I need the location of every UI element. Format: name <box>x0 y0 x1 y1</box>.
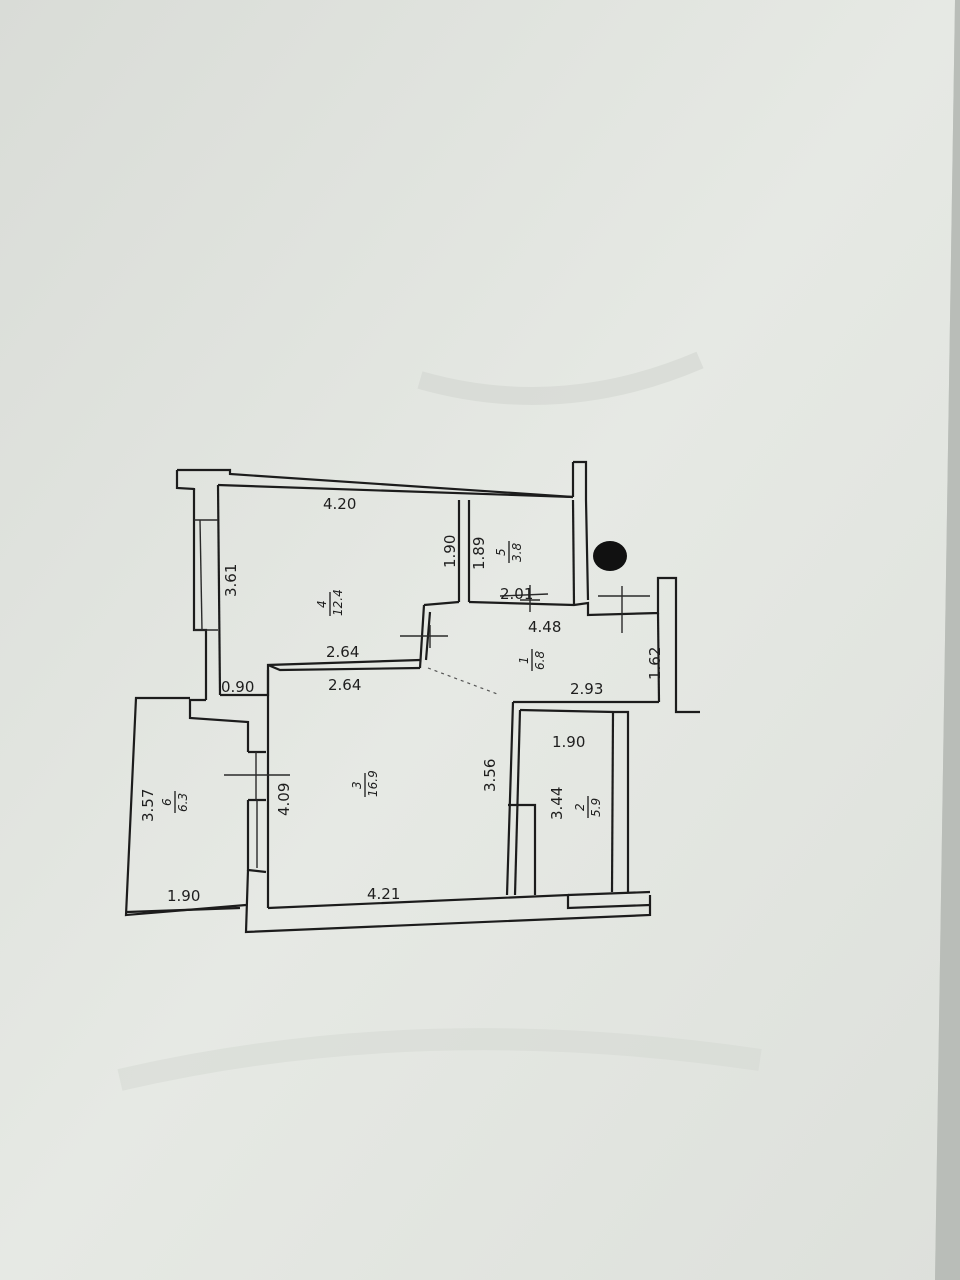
room-area-4: 12.4 <box>331 589 345 616</box>
dim-room3-bottom: 4.21 <box>367 885 400 903</box>
dim-balcony-height: 3.57 <box>139 789 157 822</box>
room-area-2: 5.9 <box>589 798 603 817</box>
room-number-6: 6 <box>160 798 174 806</box>
room-label-4: 4 12.4 <box>315 589 345 616</box>
paper-crease-2 <box>117 1028 762 1091</box>
room-area-5: 3.8 <box>510 543 524 562</box>
ink-blot <box>593 541 627 571</box>
room-labels: 4 12.4 5 3.8 1 6.8 3 16.9 2 5.9 6 6.3 <box>160 541 603 818</box>
dim-hall-width: 4.48 <box>528 618 561 636</box>
wall-texture-strip <box>935 0 960 1280</box>
room-label-1: 1 6.8 <box>517 649 547 671</box>
room-area-1: 6.8 <box>533 651 547 670</box>
dim-room4-step: 0.90 <box>221 678 254 696</box>
room-number-4: 4 <box>315 600 329 608</box>
dim-room4-width-top: 4.20 <box>323 495 356 513</box>
room-number-1: 1 <box>517 656 531 664</box>
room-number-3: 3 <box>350 781 364 789</box>
dim-hall-height: 1.62 <box>646 647 664 680</box>
paper-crease <box>417 351 704 405</box>
room-area-6: 6.3 <box>176 793 190 812</box>
room-label-5: 5 3.8 <box>494 541 524 563</box>
dim-room4-right: 1.90 <box>441 535 459 568</box>
dim-room2-width: 1.90 <box>552 733 585 751</box>
room-label-6: 6 6.3 <box>160 791 190 813</box>
dimension-labels: 4.20 3.61 1.90 2.64 0.90 1.89 2.01 4.48 … <box>139 495 664 905</box>
room-number-2: 2 <box>573 803 587 811</box>
room-area-3: 16.9 <box>366 770 380 797</box>
dim-room5-height: 1.89 <box>470 537 488 570</box>
dim-room3-left: 4.09 <box>275 783 293 816</box>
dim-room5-width: 2.01 <box>500 585 533 603</box>
room-label-2: 2 5.9 <box>573 796 603 818</box>
dim-room4-height: 3.61 <box>222 564 240 597</box>
plan-walls <box>124 460 700 934</box>
dim-room2-height: 3.44 <box>548 787 566 820</box>
dim-room3-top: 2.64 <box>328 676 361 694</box>
dim-room3-right: 3.56 <box>481 759 499 792</box>
room-label-3: 3 16.9 <box>350 770 380 797</box>
dim-hall-bottom: 2.93 <box>570 680 603 698</box>
room-number-5: 5 <box>494 548 508 556</box>
dim-room4-bottom: 2.64 <box>326 643 359 661</box>
dim-balcony-width: 1.90 <box>167 887 200 905</box>
